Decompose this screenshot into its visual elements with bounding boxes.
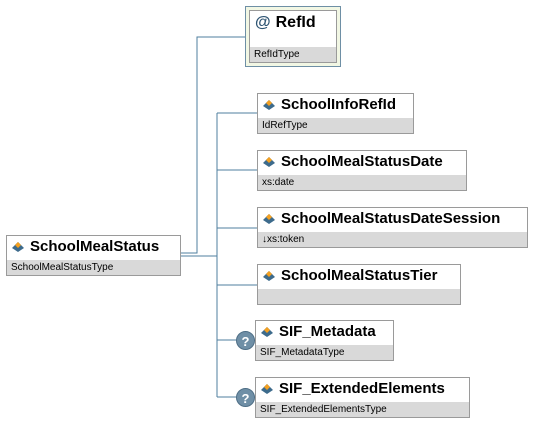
element-name: SchoolMealStatusDate — [281, 153, 443, 170]
element-icon — [263, 156, 275, 167]
element-node[interactable]: SIF_Metadata SIF_MetadataType — [255, 320, 394, 361]
attribute-node[interactable]: @ RefId RefIdType — [245, 6, 341, 67]
optional-marker-icon: ? — [236, 331, 255, 350]
attribute-name: RefId — [275, 14, 316, 31]
element-icon — [263, 213, 275, 224]
element-node[interactable]: SchoolInfoRefId IdRefType — [257, 93, 414, 134]
element-name: SchoolInfoRefId — [281, 96, 396, 113]
connector-attribute — [181, 36, 247, 254]
root-element-node[interactable]: SchoolMealStatus SchoolMealStatusType — [6, 235, 181, 276]
optional-marker-icon: ? — [236, 388, 255, 407]
element-name: SchoolMealStatusTier — [281, 267, 438, 284]
element-icon — [261, 383, 273, 394]
attribute-type: RefIdType — [250, 47, 336, 62]
element-type: IdRefType — [258, 118, 413, 133]
element-type: xs:date — [258, 175, 466, 190]
element-type: SIF_ExtendedElementsType — [256, 402, 469, 417]
element-node[interactable]: SchoolMealStatusDate xs:date — [257, 150, 467, 191]
element-type: SIF_MetadataType — [256, 345, 393, 360]
element-node[interactable]: SchoolMealStatusDateSession ↓xs:token — [257, 207, 528, 248]
element-name: SIF_ExtendedElements — [279, 380, 445, 397]
element-icon — [261, 326, 273, 337]
root-element-name: SchoolMealStatus — [30, 238, 160, 255]
element-name: SIF_Metadata — [279, 323, 376, 340]
root-element-type: SchoolMealStatusType — [7, 260, 180, 275]
attribute-at-icon: @ — [255, 14, 271, 31]
element-type: ↓xs:token — [258, 232, 527, 247]
element-node[interactable]: SchoolMealStatusTier — [257, 264, 461, 305]
element-node[interactable]: SIF_ExtendedElements SIF_ExtendedElement… — [255, 377, 470, 418]
element-icon — [12, 241, 24, 252]
element-icon — [263, 270, 275, 281]
element-name: SchoolMealStatusDateSession — [281, 210, 501, 227]
element-type — [258, 289, 460, 304]
element-icon — [263, 99, 275, 110]
